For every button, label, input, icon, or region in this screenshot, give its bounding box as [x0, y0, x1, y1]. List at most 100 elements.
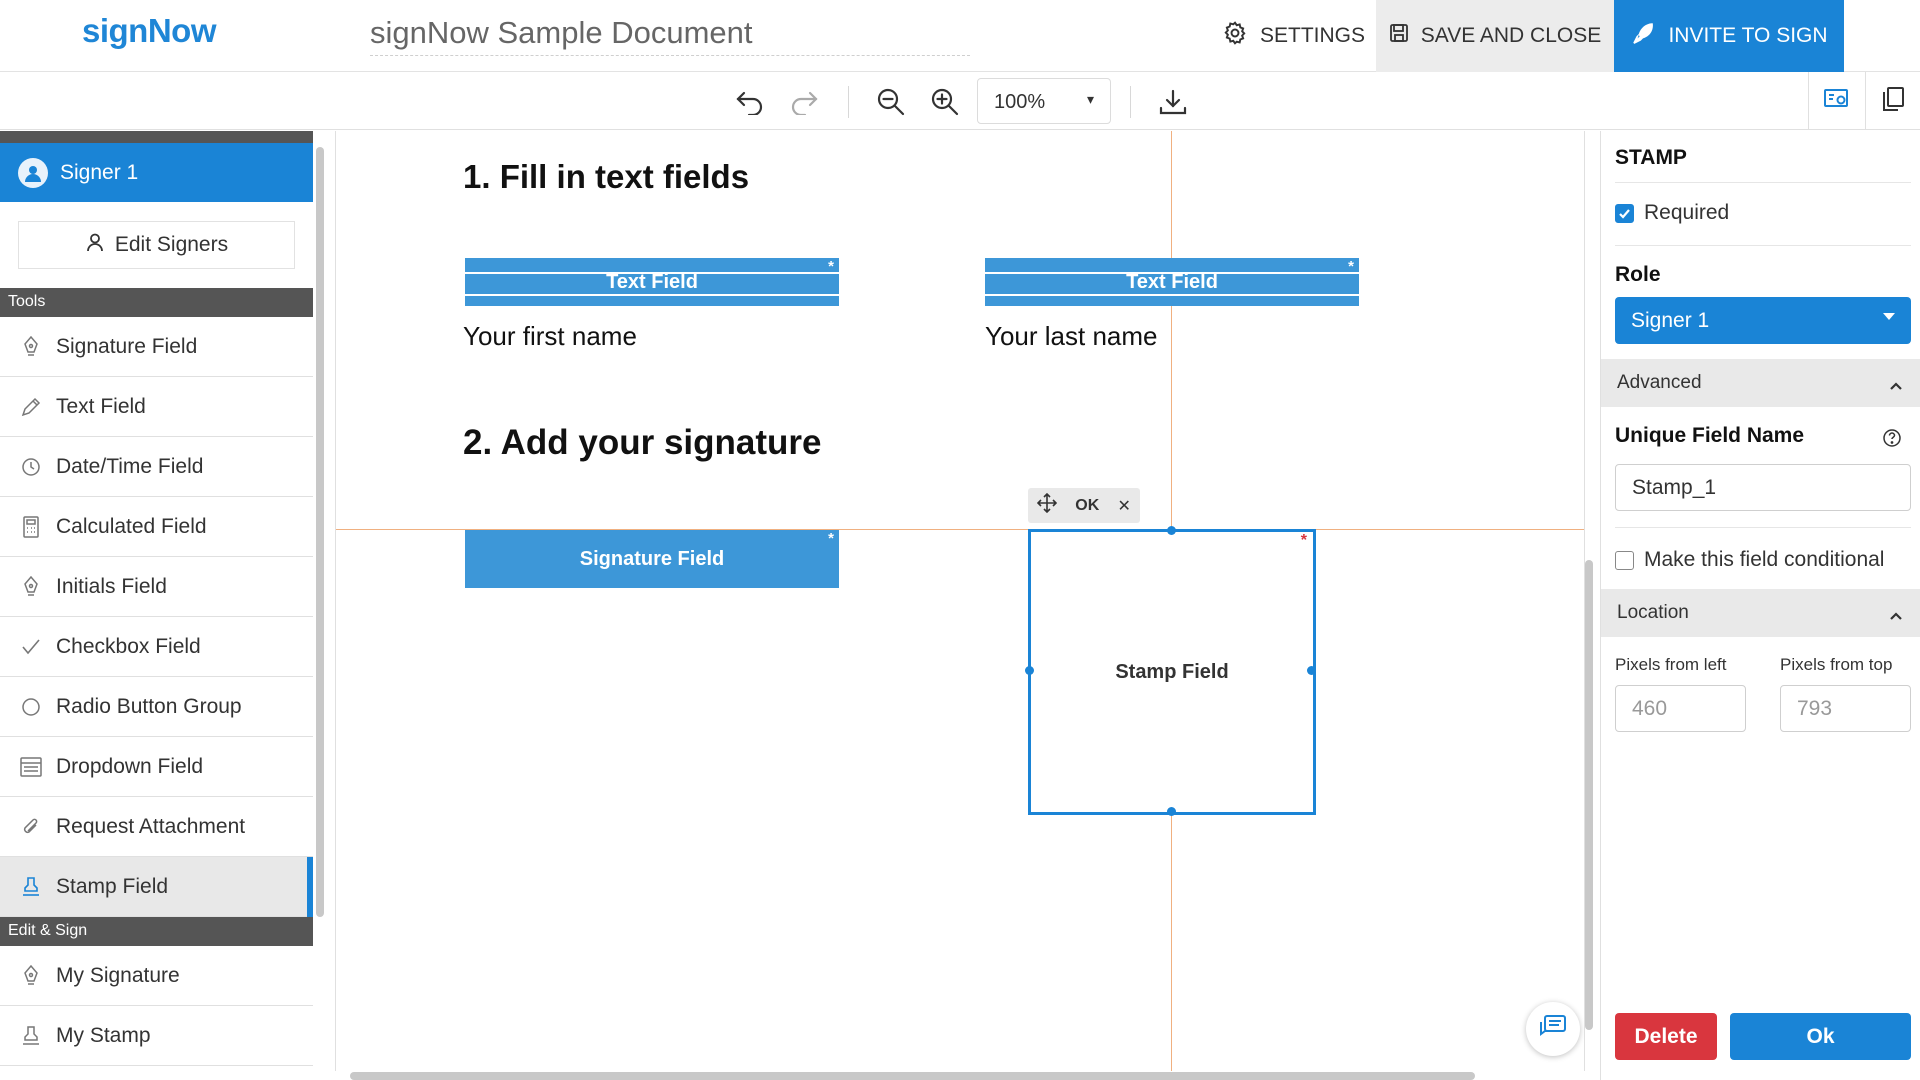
pixels-from-left-input[interactable]: 460: [1615, 685, 1746, 732]
copy-pages-icon: [1880, 86, 1906, 117]
save-and-close-label: SAVE AND CLOSE: [1420, 24, 1602, 47]
tool-request-attachment[interactable]: Request Attachment: [0, 797, 313, 857]
field-mini-toolbar: OK ✕: [1028, 488, 1140, 523]
help-icon[interactable]: [1882, 428, 1902, 448]
tool-label: Initials Field: [56, 574, 167, 598]
pixels-from-top-input[interactable]: 793: [1780, 685, 1911, 732]
pen-nib-icon: [20, 964, 42, 987]
required-marker: *: [828, 530, 834, 547]
invite-to-sign-button[interactable]: INVITE TO SIGN: [1614, 0, 1844, 72]
edit-signers-label: Edit Signers: [114, 233, 229, 256]
redo-icon[interactable]: [784, 82, 824, 122]
document-horizontal-scrollbar[interactable]: [350, 1072, 1475, 1080]
tool-label: Calculated Field: [56, 514, 207, 538]
unique-field-name-input[interactable]: Stamp_1: [1615, 464, 1911, 511]
advanced-label: Advanced: [1617, 372, 1702, 393]
tool-label: Dropdown Field: [56, 754, 204, 778]
tool-my-stamp[interactable]: My Stamp: [0, 1006, 313, 1066]
user-avatar-icon: [18, 157, 48, 188]
location-label: Location: [1617, 602, 1689, 623]
move-icon[interactable]: [1036, 492, 1058, 518]
resize-handle-bottom[interactable]: [1167, 807, 1176, 816]
zoom-select[interactable]: 100% ▾: [977, 78, 1111, 124]
app-header: signNow signNow Sample Document SETTINGS…: [0, 0, 1920, 72]
advanced-section-header[interactable]: Advanced: [1601, 359, 1920, 407]
text-field-last-name[interactable]: Text Field *: [985, 258, 1359, 306]
feather-pen-icon: [1630, 20, 1656, 52]
tool-initials-field[interactable]: Initials Field: [0, 557, 313, 617]
save-and-close-button[interactable]: SAVE AND CLOSE: [1376, 0, 1614, 72]
calculator-icon: [20, 515, 42, 538]
chat-button[interactable]: [1526, 1002, 1580, 1056]
zoom-out-icon[interactable]: [871, 82, 911, 122]
field-properties-panel: STAMP Required Role Signer 1 Advanced Un…: [1600, 131, 1920, 1080]
delete-button[interactable]: Delete: [1615, 1013, 1717, 1060]
document-canvas[interactable]: 1. Fill in text fields Text Field * Text…: [335, 131, 1585, 1071]
edit-signers-button[interactable]: Edit Signers: [18, 221, 295, 269]
location-section-header[interactable]: Location: [1601, 589, 1920, 637]
tools-section-header: Tools: [0, 288, 313, 317]
tool-stamp-field[interactable]: Stamp Field: [0, 857, 313, 917]
toolbar-divider: [1130, 86, 1131, 118]
tool-label: Text Field: [56, 394, 146, 418]
sidebar-scrollbar[interactable]: [316, 147, 324, 917]
field-settings-toggle[interactable]: [1808, 72, 1866, 130]
field-label: Text Field: [1126, 270, 1218, 293]
ok-button[interactable]: Ok: [1730, 1013, 1911, 1060]
tool-text-field[interactable]: Text Field: [0, 377, 313, 437]
tool-my-signature[interactable]: My Signature: [0, 946, 313, 1006]
resize-handle-left[interactable]: [1025, 666, 1034, 675]
stamp-icon: [20, 876, 42, 898]
tool-calculated-field[interactable]: Calculated Field: [0, 497, 313, 557]
tool-radio-button-group[interactable]: Radio Button Group: [0, 677, 313, 737]
stamp-field-selected[interactable]: Stamp Field *: [1025, 526, 1316, 816]
download-icon[interactable]: [1153, 82, 1193, 122]
tools-sidebar: Signer 1 Edit Signers Tools Signature Fi…: [0, 131, 313, 1080]
gear-icon: [1222, 20, 1248, 52]
field-label: Signature Field: [579, 547, 725, 570]
settings-button[interactable]: SETTINGS: [1204, 0, 1383, 72]
tool-date-time-field[interactable]: Date/Time Field: [0, 437, 313, 497]
field-label: Text Field: [606, 270, 698, 293]
document-vertical-scrollbar[interactable]: [1585, 560, 1593, 1030]
signer-row[interactable]: Signer 1: [0, 143, 313, 202]
edit-sign-section-header: Edit & Sign: [0, 917, 313, 946]
pixels-from-left-label: Pixels from left: [1615, 655, 1727, 674]
pen-nib-icon: [20, 575, 42, 598]
undo-icon[interactable]: [730, 82, 770, 122]
tool-checkbox-field[interactable]: Checkbox Field: [0, 617, 313, 677]
role-select[interactable]: Signer 1: [1615, 297, 1911, 344]
tool-label: Stamp Field: [56, 874, 169, 898]
document-title[interactable]: signNow Sample Document: [370, 14, 970, 56]
checkmark-icon: [20, 636, 42, 658]
tool-dropdown-field[interactable]: Dropdown Field: [0, 737, 313, 797]
zoom-value: 100%: [994, 91, 1046, 113]
required-checkbox[interactable]: Required: [1615, 201, 1729, 225]
required-marker: *: [828, 258, 834, 275]
signnow-logo[interactable]: signNow: [82, 12, 217, 49]
invite-to-sign-label: INVITE TO SIGN: [1668, 24, 1828, 47]
close-icon[interactable]: ✕: [1117, 497, 1131, 515]
resize-handle-top[interactable]: [1167, 526, 1176, 535]
pixels-from-top-label: Pixels from top: [1780, 655, 1893, 674]
dropdown-list-icon: [20, 756, 42, 778]
required-marker: *: [1300, 532, 1307, 549]
tool-signature-field[interactable]: Signature Field: [0, 317, 313, 377]
zoom-in-icon[interactable]: [925, 82, 965, 122]
pages-toggle[interactable]: [1866, 72, 1920, 130]
role-value: Signer 1: [1631, 309, 1710, 332]
floppy-disk-icon: [1389, 23, 1409, 49]
last-name-caption: Your last name: [985, 321, 1158, 351]
checkbox-checked-icon[interactable]: [1615, 203, 1634, 223]
resize-handle-right[interactable]: [1307, 666, 1316, 675]
signature-field[interactable]: Signature Field *: [465, 530, 839, 588]
conditional-checkbox[interactable]: Make this field conditional: [1615, 548, 1884, 572]
caret-down-icon: [1883, 313, 1895, 320]
checkbox-unchecked-icon[interactable]: [1615, 550, 1634, 570]
paperclip-icon: [20, 816, 42, 838]
ok-button[interactable]: OK: [1075, 496, 1100, 514]
pen-nib-icon: [20, 335, 42, 358]
tool-label: Date/Time Field: [56, 454, 204, 478]
text-field-first-name[interactable]: Text Field *: [465, 258, 839, 306]
section-heading-1: 1. Fill in text fields: [463, 158, 750, 195]
